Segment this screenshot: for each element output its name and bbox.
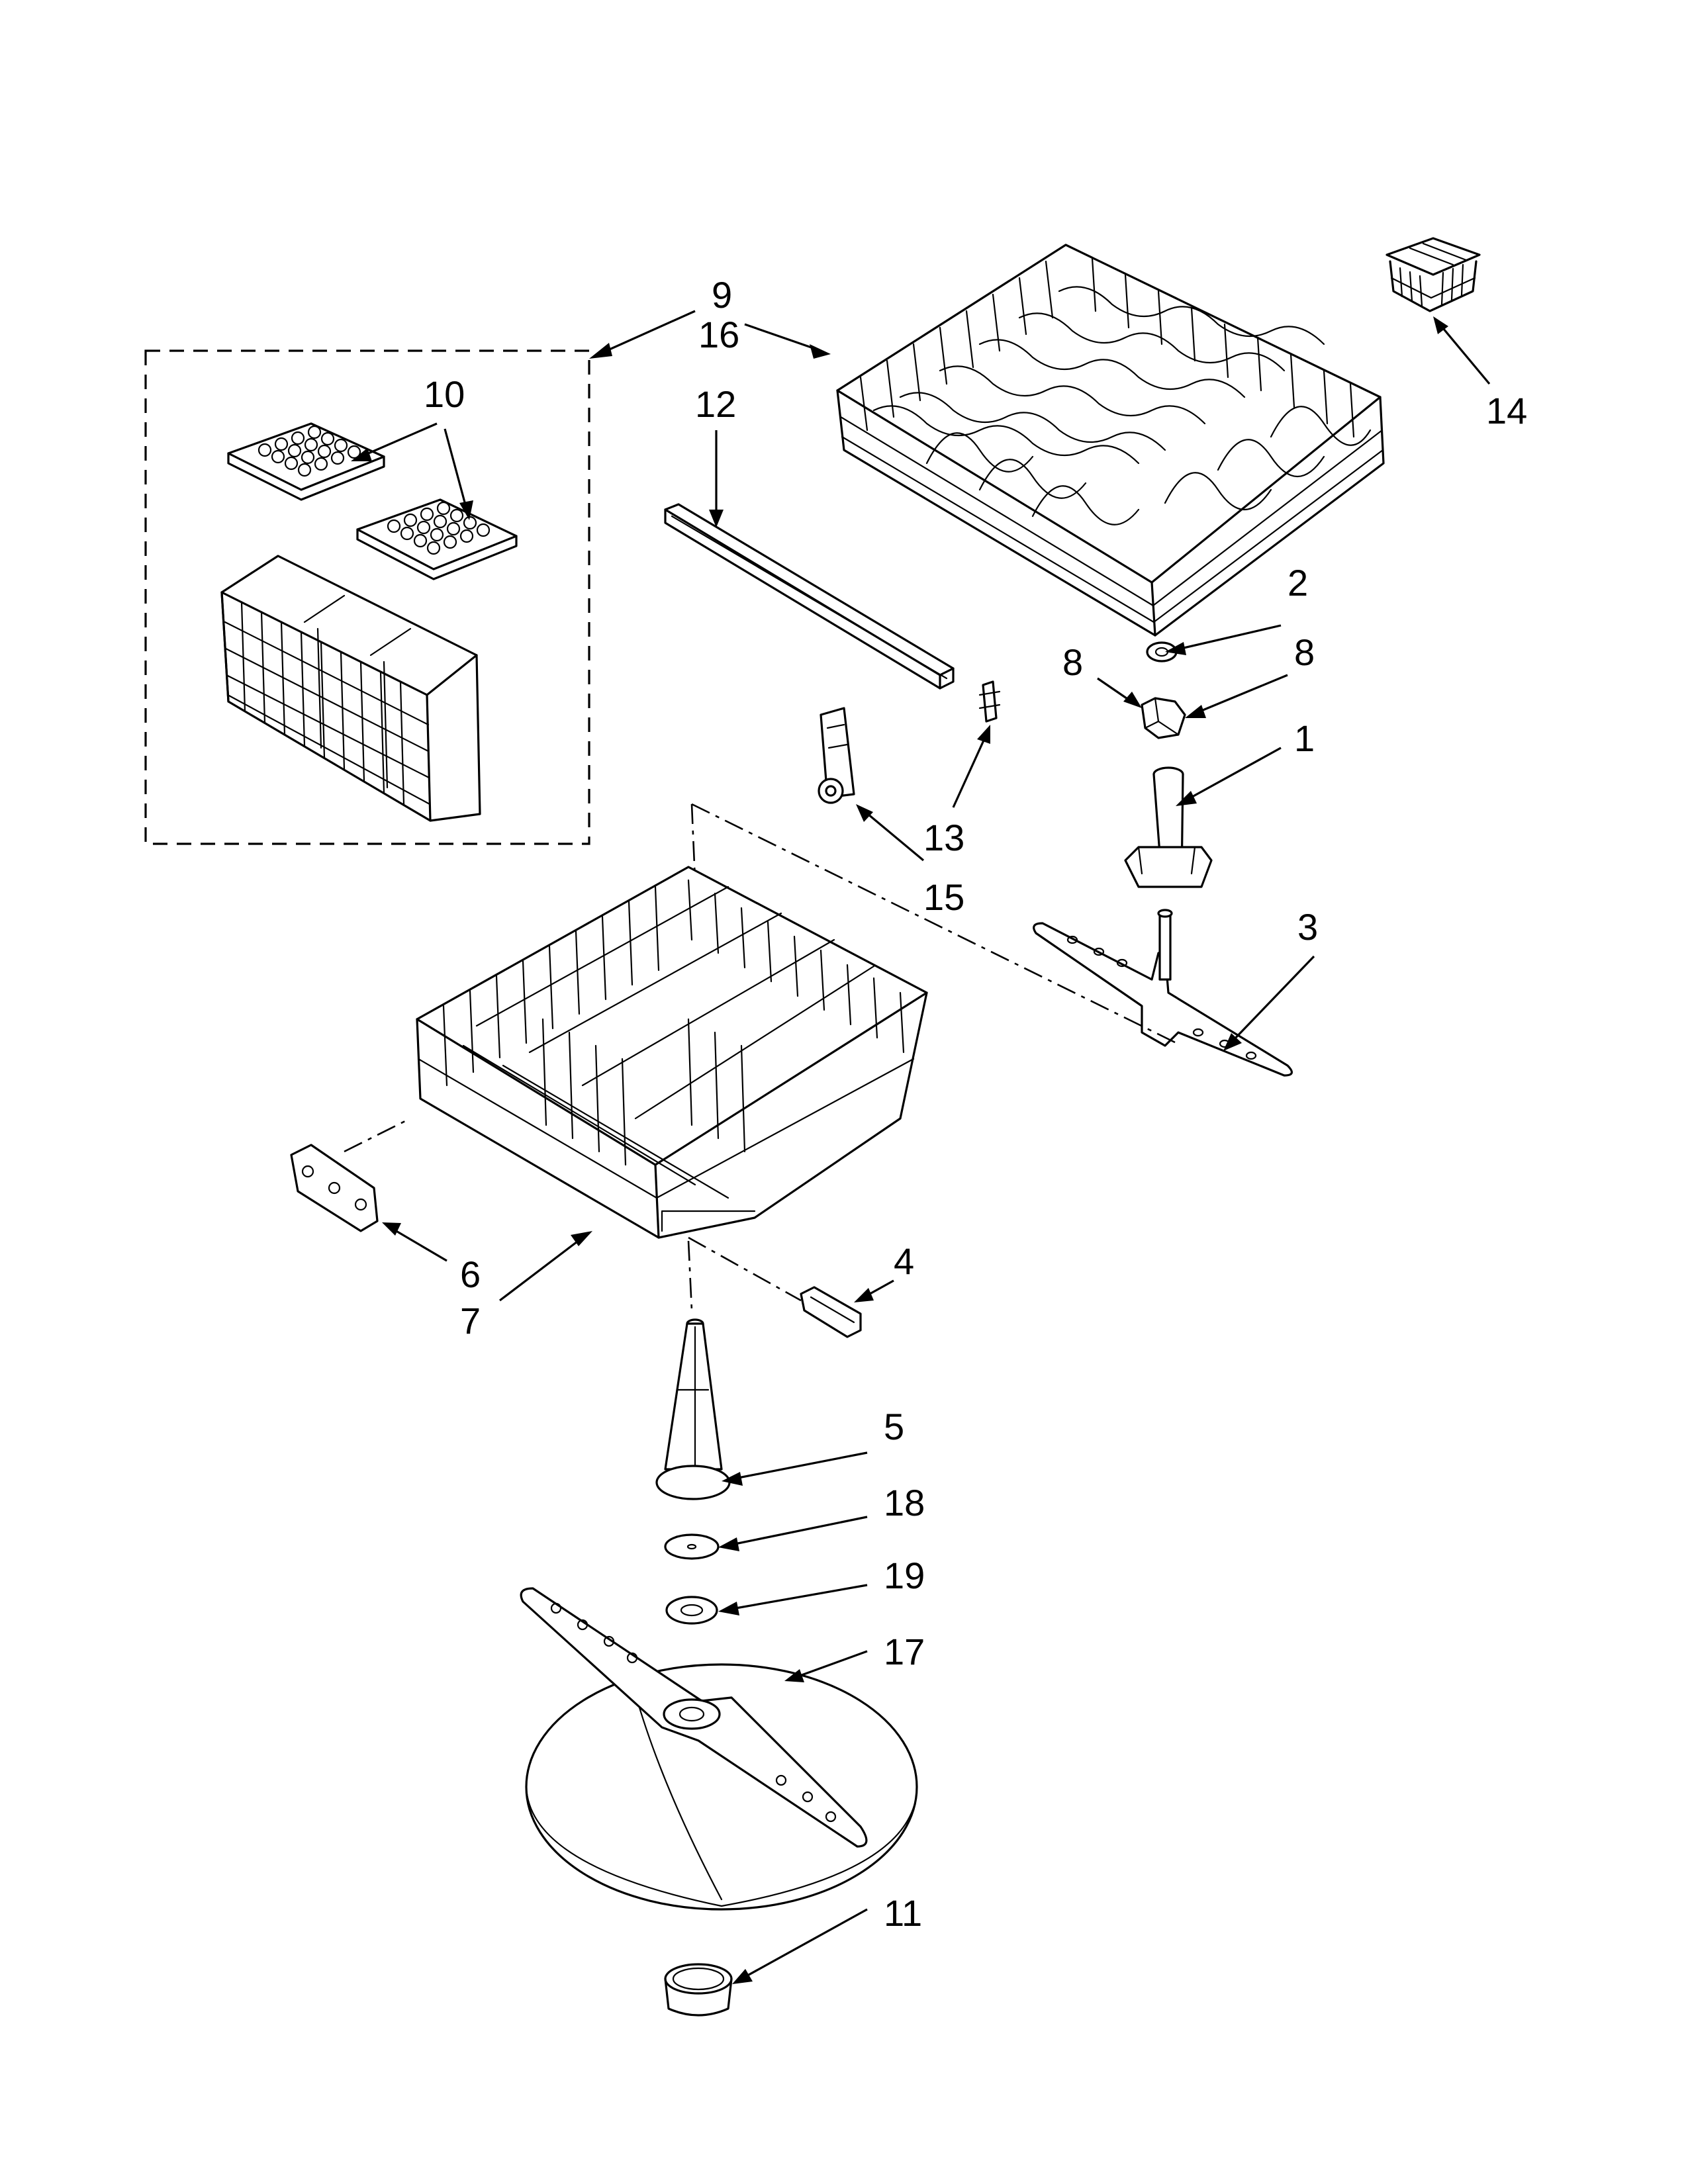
rack-roller-part	[818, 707, 855, 804]
callout-6: 6	[460, 1253, 481, 1295]
leader-lines	[351, 310, 1491, 1984]
rack-clip-part	[800, 1286, 862, 1338]
callout-15: 15	[923, 876, 964, 918]
washer-part	[664, 1533, 720, 1560]
alignment-line	[344, 1117, 411, 1153]
callout-5: 5	[884, 1406, 904, 1447]
upper-spray-manifold-part	[1124, 766, 1213, 888]
callout-14: 14	[1486, 390, 1527, 432]
callout-7: 7	[460, 1300, 481, 1342]
washer-hole	[686, 1543, 697, 1550]
callout-1: 1	[1294, 717, 1315, 759]
callout-17: 17	[884, 1631, 925, 1672]
rack-stop-clip-part	[978, 680, 1001, 723]
callout-8-left: 8	[1062, 641, 1083, 683]
callout-16: 16	[698, 314, 739, 355]
callout-4: 4	[894, 1240, 914, 1282]
callout-2: 2	[1288, 562, 1308, 604]
callout-19: 19	[884, 1555, 925, 1596]
lower-spray-manifold-part	[655, 1318, 731, 1500]
callout-3: 3	[1297, 906, 1318, 948]
alignment-line	[691, 803, 1176, 1044]
callout-12: 12	[695, 383, 736, 425]
alignment-line	[687, 1240, 693, 1311]
lower-dishrack-part	[416, 866, 928, 1239]
rack-rail-part	[664, 503, 955, 690]
callout-18: 18	[884, 1482, 925, 1524]
alignment-line	[688, 1236, 802, 1302]
callout-13: 13	[923, 817, 964, 858]
cutlery-basket-part	[220, 555, 481, 822]
seal-ring-part	[665, 1596, 718, 1625]
upper-spray-arm-part	[1033, 909, 1293, 1077]
callout-11: 11	[884, 1892, 922, 1934]
filter-ring-part	[664, 1963, 733, 2017]
lower-spray-arm-part	[520, 1587, 918, 1911]
cutlery-tray-part	[1385, 237, 1481, 312]
cutlery-basket-cover-part	[227, 422, 385, 501]
cutlery-basket-cover-part	[356, 498, 518, 580]
manifold-nut-part	[1141, 697, 1186, 739]
kit-dashed-box	[144, 349, 590, 845]
seal-ring-hole	[680, 1604, 704, 1617]
callout-9: 9	[712, 274, 732, 316]
rack-bumper-part	[290, 1144, 379, 1232]
alignment-line	[690, 803, 696, 881]
callout-8-right: 8	[1294, 631, 1315, 673]
callout-10: 10	[424, 373, 465, 415]
upper-dishrack-part	[836, 244, 1385, 637]
